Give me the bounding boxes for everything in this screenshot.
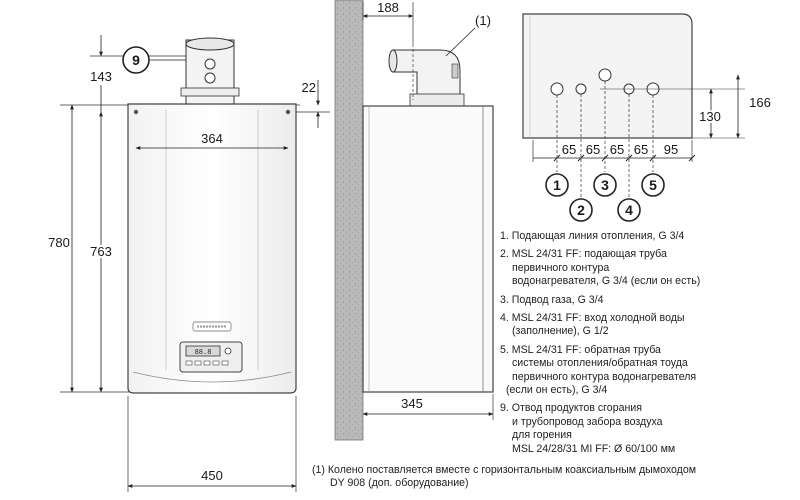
control-button-5 xyxy=(221,360,229,366)
spacing-tick-6 xyxy=(688,154,696,162)
legend-item-5-line-2: системы отопления/обратная тоуда xyxy=(512,357,688,370)
legend-item-9-line-1: 9. Отвод продуктов сгорания xyxy=(500,402,642,415)
connection-marker-2-label: 2 xyxy=(577,202,585,218)
spacing-tick-5 xyxy=(649,154,657,162)
flue-collar xyxy=(180,87,240,97)
top-offset-label: 22 xyxy=(302,80,316,95)
legend-item-2-line-2: первичного контура xyxy=(512,261,610,274)
mounting-hole-right xyxy=(285,109,291,115)
hole-spacing-label: 364 xyxy=(201,131,223,146)
spacing-5-label: 95 xyxy=(664,142,678,157)
flue-pipe-top xyxy=(185,37,235,51)
legend-item-1: 1. Подающая линия отопления, G 3/4 xyxy=(500,230,685,242)
connections-legend: 1. Подающая линия отопления, G 3/4 2. MS… xyxy=(500,230,795,461)
front-view: 780 763 143 22 9 364 xyxy=(48,35,330,492)
connection-marker-1 xyxy=(545,173,569,197)
spacing-tick-1 xyxy=(553,154,561,162)
connection-1-pipe xyxy=(550,82,564,96)
flue-elbow xyxy=(392,49,461,101)
height-a-label: 166 xyxy=(749,95,771,110)
control-button-4 xyxy=(212,360,220,366)
legend-item-9-line-2: и трубопровод забора воздуха xyxy=(512,415,663,428)
legend-item-5: 5. MSL 24/31 FF: обратная труба системы … xyxy=(500,344,795,398)
legend-item-4-line-2: (заполнение), G 1/2 xyxy=(512,325,609,338)
legend-item-4: 4. MSL 24/31 FF: вход холодной воды (зап… xyxy=(500,312,795,339)
overall-height-label: 780 xyxy=(48,235,70,250)
legend-item-2-line-3: водонагревателя, G 3/4 (если он есть) xyxy=(512,275,701,288)
legend-item-5-line-1: 5. MSL 24/31 FF: обратная труба xyxy=(500,343,661,356)
legend-item-5-line-4: (если он есть), G 3/4 xyxy=(506,384,608,397)
connection-3-pipe xyxy=(598,68,612,82)
flue-elbow-opening xyxy=(388,49,398,73)
flue-marker-label: 9 xyxy=(132,52,140,68)
spacing-tick-2 xyxy=(577,154,585,162)
boiler-side-body xyxy=(362,105,494,393)
elbow-marker-label: (1) xyxy=(475,13,491,28)
flue-elbow-collar xyxy=(409,93,465,107)
footnote-line-1: (1) Колено поставляется вместе с горизон… xyxy=(312,464,697,476)
flue-hole-upper xyxy=(204,58,216,70)
spacing-4-label: 65 xyxy=(634,142,648,157)
legend-item-2-line-1: 2. MSL 24/31 FF: подающая труба xyxy=(500,248,667,261)
width-label: 450 xyxy=(201,468,223,483)
control-button-2 xyxy=(194,360,202,366)
control-panel-display-value: 88.8 xyxy=(195,348,212,356)
legend-item-2: 2. MSL 24/31 FF: подающая труба первично… xyxy=(500,248,795,288)
spacing-2-label: 65 xyxy=(586,142,600,157)
flue-offset-label: 188 xyxy=(377,0,399,15)
elbow-marker-leader xyxy=(445,27,476,57)
footnote-line-2: DY 908 (доп. оборудование) xyxy=(330,477,469,489)
flue-height-label: 143 xyxy=(90,69,112,84)
connection-marker-3 xyxy=(593,173,617,197)
spacing-tick-4 xyxy=(625,154,633,162)
legend-item-9-line-3: для горения xyxy=(512,429,572,442)
boiler-bottom-curve xyxy=(132,371,292,383)
control-button-3 xyxy=(203,360,211,366)
bottom-view: 65 65 65 65 95 166 130 1 2 3 4 5 xyxy=(522,13,771,222)
connection-marker-2 xyxy=(569,198,593,222)
side-view: 188 (1) 345 xyxy=(334,0,494,441)
control-panel-knob xyxy=(224,347,232,355)
control-panel-display xyxy=(185,345,221,357)
connection-marker-4 xyxy=(617,198,641,222)
spacing-tick-3 xyxy=(601,154,609,162)
mounting-hole-left xyxy=(133,109,139,115)
flue-elbow-clamp xyxy=(451,63,459,79)
connection-2-pipe xyxy=(575,83,587,95)
depth-label: 345 xyxy=(401,396,423,411)
flue-marker-circle xyxy=(122,46,150,74)
footnote: (1) Колено поставляется вместе с горизон… xyxy=(312,464,792,490)
control-button-1 xyxy=(185,360,193,366)
body-height-label: 763 xyxy=(90,244,112,259)
boiler-body xyxy=(127,103,297,394)
legend-item-9-line-4: MSL 24/28/31 MI FF: Ø 60/100 мм xyxy=(512,442,676,455)
wall xyxy=(334,0,364,441)
connection-marker-4-label: 4 xyxy=(625,202,633,218)
legend-item-4-line-1: 4. MSL 24/31 FF: вход холодной воды xyxy=(500,312,685,325)
height-b-label: 130 xyxy=(699,109,721,124)
spacing-1-label: 65 xyxy=(562,142,576,157)
legend-item-3: 3. Подвод газа, G 3/4 xyxy=(500,293,604,306)
connection-marker-5-label: 5 xyxy=(649,177,657,193)
legend-item-5-line-3: первичного контура водонагревателя xyxy=(512,370,697,383)
connection-marker-1-label: 1 xyxy=(553,177,561,193)
legend-item-9: 9. Отвод продуктов сгорания и трубопрово… xyxy=(500,402,795,456)
connection-marker-3-label: 3 xyxy=(601,177,609,193)
spacing-3-label: 65 xyxy=(610,142,624,157)
flue-hole-lower xyxy=(204,72,216,84)
connection-marker-5 xyxy=(641,173,665,197)
